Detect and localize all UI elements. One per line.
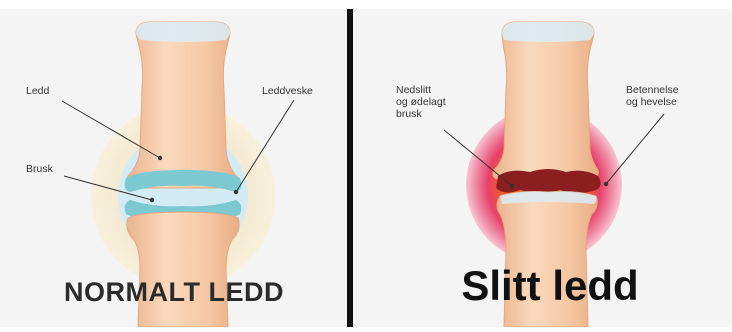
upper-bone-tip <box>136 22 230 42</box>
label-brusk: Brusk <box>26 163 54 175</box>
ledd-pointer-dot <box>158 156 162 160</box>
title-normal-joint: NORMALT LEDD <box>64 277 284 307</box>
title-worn-joint: Slitt ledd <box>461 262 638 309</box>
worn-cartilage-pointer-dot <box>510 184 514 188</box>
upper-bone-worn <box>493 22 598 180</box>
label-worn-line-2: og ødelagt <box>396 96 446 108</box>
leddveske-pointer-dot <box>234 190 238 194</box>
inflammation-pointer-dot <box>604 182 608 186</box>
label-worn-line-3: brusk <box>396 108 422 120</box>
lower-bone <box>127 212 239 327</box>
label-ledd: Ledd <box>26 85 50 97</box>
label-leddveske: Leddveske <box>262 85 313 97</box>
label-inflammation-line-2: og hevelse <box>626 96 677 108</box>
upper-bone <box>127 22 238 188</box>
damaged-cartilage <box>496 169 601 193</box>
label-inflammation: Betennelse og hevelse <box>626 84 681 108</box>
panel-divider <box>347 9 353 327</box>
label-worn-line-1: Nedslitt <box>396 84 431 96</box>
label-inflammation-line-1: Betennelse <box>626 84 679 96</box>
upper-bone-worn-tip <box>502 22 594 42</box>
brusk-pointer-dot <box>150 198 154 202</box>
